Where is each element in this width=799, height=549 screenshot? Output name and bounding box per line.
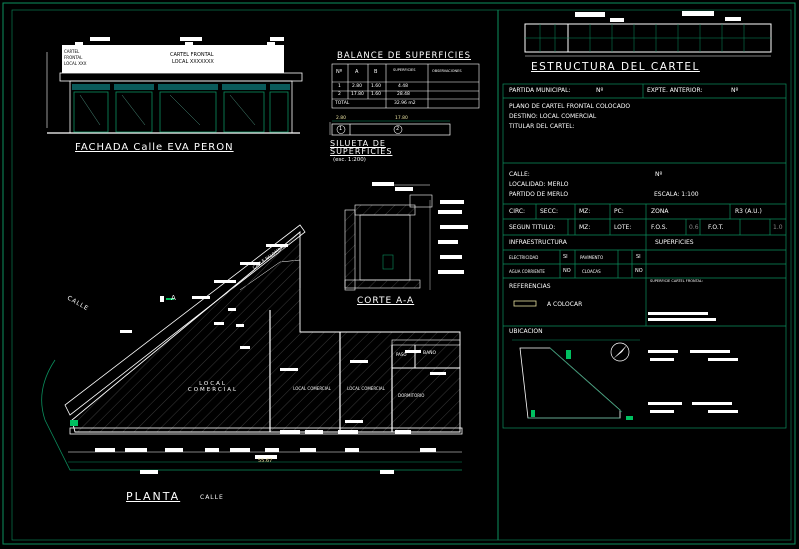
referencias-swatch <box>513 300 537 307</box>
balance-table <box>331 63 480 109</box>
planta-floorplan <box>41 224 463 474</box>
infra-electricidad: ELECTRICIDAD <box>509 255 539 260</box>
estructura-title: ESTRUCTURA DEL CARTEL <box>531 61 700 73</box>
estructura-elevation <box>524 11 772 57</box>
destino-line: DESTINO: LOCAL COMERCIAL <box>509 113 597 120</box>
total-dim: 55.67 <box>258 458 273 464</box>
titular-line: TITULAR DEL CARTEL: <box>509 123 575 130</box>
cat-circ: CIRC: <box>509 208 526 215</box>
balance-header-sup: SUPERFICIES <box>393 68 416 72</box>
room-bano: BAÑO <box>423 351 437 356</box>
balance-row-2-a: 17.80 <box>351 92 364 97</box>
partida-no: Nº <box>596 87 604 94</box>
silueta-diagram <box>329 120 451 136</box>
silueta-scale: (esc. 1:200) <box>333 157 366 163</box>
infra-pavimento: PAVIMENTO <box>580 255 604 260</box>
cut-mark-a: A <box>171 294 176 302</box>
balance-row-2-sup: 28.48 <box>397 92 410 97</box>
room-dormitorio: DORMITORIO <box>398 393 425 398</box>
infra-electricidad-value: SI <box>563 254 568 260</box>
silueta-title: SILUETA DE SUPERFICIES <box>330 139 393 156</box>
infra-cloacas-value: NO <box>635 268 643 274</box>
sign-left-line-2: FRONTAL <box>64 55 83 60</box>
street-bottom-label: CALLE <box>200 494 224 501</box>
sign-left-line-3: LOCAL XXX <box>64 61 87 66</box>
room-local-comercial-2: LOCAL COMERCIAL <box>293 386 331 391</box>
cat-secc: SECC: <box>540 208 558 215</box>
corte-title: CORTE A-A <box>357 296 415 306</box>
balance-title: BALANCE DE SUPERFICIES <box>337 51 471 61</box>
partido-line: PARTIDO DE MERLO <box>509 191 569 198</box>
expte-anterior: EXPTE. ANTERIOR: <box>647 87 703 94</box>
planta-title: PLANTA <box>126 490 181 503</box>
ubicacion-title: UBICACION <box>509 328 543 335</box>
balance-header-no: Nº <box>336 69 343 75</box>
superficies-title: SUPERFICIES <box>655 239 694 246</box>
sign-main-line-1: CARTEL FRONTAL <box>170 52 214 58</box>
infra-cloacas: CLOACAS <box>582 269 601 274</box>
cat-fos: F.O.S. <box>651 224 668 231</box>
localidad-line: LOCALIDAD: MERLO <box>509 181 569 188</box>
partida-municipal: PARTIDA MUNICIPAL: <box>509 87 571 94</box>
cat-fot-value: 1.0 <box>773 224 783 231</box>
calle-no: Nº <box>655 171 663 178</box>
referencias-title: REFERENCIAS <box>509 283 551 290</box>
cat-pc: PC: <box>614 208 624 215</box>
balance-row-2-no: 2 <box>338 92 341 97</box>
fachada-title: FACHADA Calle EVA PERON <box>75 142 234 153</box>
expte-no: Nº <box>731 87 739 94</box>
balance-row-2-b: 1.60 <box>371 92 382 97</box>
escala-line: ESCALA: 1:100 <box>654 191 699 198</box>
balance-total-label: TOTAL <box>335 101 350 106</box>
infra-agua-value: NO <box>563 268 571 274</box>
balance-header-obs: OBSERVACIONES <box>432 69 462 73</box>
inner-frame <box>11 9 792 541</box>
infraestructura-title: INFRAESTRUCTURA <box>509 239 567 246</box>
balance-header-a: A <box>355 69 359 75</box>
sign-main-line-2: LOCAL XXXXXXX <box>172 59 214 65</box>
fachada-elevation <box>46 37 303 134</box>
cat-zona: ZONA <box>651 208 669 215</box>
balance-row-1-no: 1 <box>338 84 341 89</box>
infra-agua: AGUA CORRIENTE <box>509 269 545 274</box>
balance-total-value: 32.96 m2 <box>394 101 416 106</box>
calle-line: CALLE: <box>509 171 530 178</box>
room-paso: PASO <box>396 352 407 357</box>
cat-lote: LOTE: <box>614 224 632 231</box>
cat-segun-titulo: SEGUN TITULO: <box>509 224 556 231</box>
silueta-dim-1: 2.80 <box>336 116 347 121</box>
silueta-dim-2: 17.80 <box>395 116 408 121</box>
cat-fot: F.O.T. <box>708 224 724 231</box>
cat-fos-value: 0.6 <box>689 224 699 231</box>
cat-mz2: MZ: <box>579 224 591 231</box>
info-redacted-marks <box>648 312 738 413</box>
balance-row-1-a: 2.80 <box>352 84 363 89</box>
north-arrow-icon <box>610 342 630 362</box>
infra-pavimento-value: SI <box>636 254 641 260</box>
sup-cartel-label: SUPERFICIE CARTEL FRONTAL: <box>650 279 704 283</box>
sign-left-line-1: CARTEL <box>64 49 80 54</box>
cat-zona-value: R3 (A.U.) <box>735 208 762 215</box>
ubicacion-map <box>512 339 640 420</box>
silueta-section-1: 1 <box>339 126 343 132</box>
room-local-comercial-3: LOCAL COMERCIAL <box>347 386 385 391</box>
silueta-section-2: 2 <box>396 126 400 132</box>
balance-header-b: B <box>374 69 378 75</box>
room-local-comercial-big: LOCAL COMERCIAL <box>187 381 239 393</box>
plano-line: PLANO DE CARTEL FRONTAL COLOCADO <box>509 103 631 110</box>
corte-section <box>344 182 468 291</box>
cat-mz: MZ: <box>579 208 591 215</box>
balance-row-1-sup: 4.48 <box>398 84 409 89</box>
balance-row-1-b: 1.60 <box>371 84 382 89</box>
referencias-item: A COLOCAR <box>547 301 583 308</box>
info-grid <box>502 83 787 429</box>
